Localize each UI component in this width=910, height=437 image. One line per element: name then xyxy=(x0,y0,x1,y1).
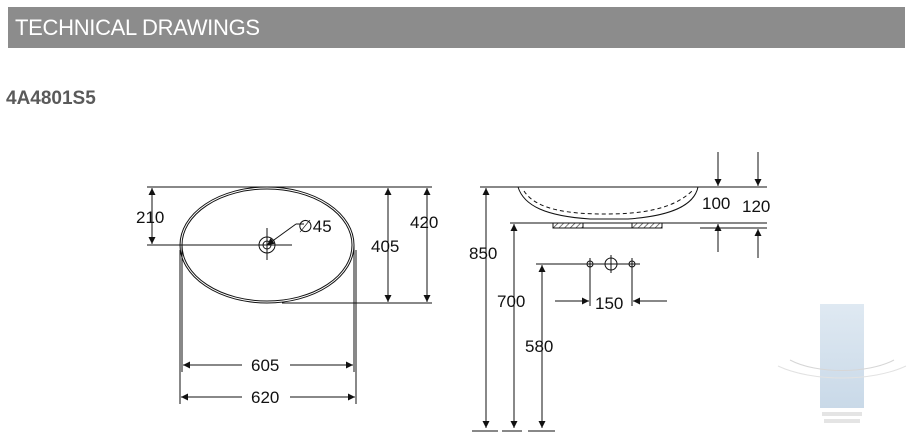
dim-label-100: 100 xyxy=(702,194,730,213)
basin-inner-dashed xyxy=(523,190,693,215)
top-view-labels: 210 ∅45 405 420 605 620 xyxy=(136,208,438,407)
basin-profile xyxy=(517,186,699,220)
dim-label-210: 210 xyxy=(136,208,164,227)
dim-label-420: 420 xyxy=(410,213,438,232)
dim-label-drain: ∅45 xyxy=(298,217,332,236)
dim-label-120: 120 xyxy=(742,197,770,216)
side-view-labels: 850 700 580 100 120 150 xyxy=(469,194,770,356)
drain-leader xyxy=(266,223,297,246)
dim-label-850: 850 xyxy=(469,244,497,263)
countertop-hatch-left xyxy=(552,222,584,229)
dim-label-580: 580 xyxy=(525,337,553,356)
product-code: 4A4801S5 xyxy=(6,88,96,109)
side-view xyxy=(472,152,767,432)
header-title: TECHNICAL DRAWINGS xyxy=(15,15,260,40)
dim-label-620: 620 xyxy=(251,388,279,407)
countertop-hatch-right xyxy=(631,222,663,229)
dim-label-700: 700 xyxy=(497,292,525,311)
header-bar: TECHNICAL DRAWINGS xyxy=(8,7,905,48)
dim-label-150: 150 xyxy=(595,294,623,313)
dim-label-605: 605 xyxy=(251,356,279,375)
top-view xyxy=(147,186,432,404)
brand-logo-watermark xyxy=(777,304,907,423)
dim-label-405: 405 xyxy=(371,237,399,256)
